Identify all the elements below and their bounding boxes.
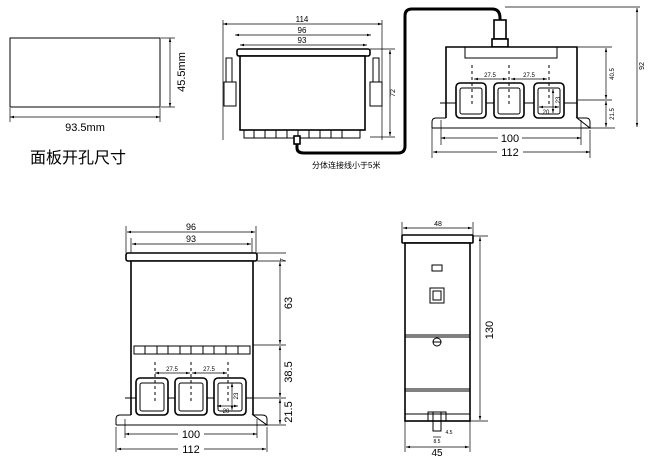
front-body — [130, 260, 254, 415]
end-dim-slot-w: 8.5 — [434, 439, 441, 445]
end-view: 48 8.5 4.5 130 45 — [401, 221, 496, 458]
end-dim-top: 48 — [434, 221, 442, 228]
connecting-cable — [295, 7, 502, 155]
cutout-outline — [9, 37, 161, 108]
front-bezel — [125, 252, 258, 262]
side-clip-left — [225, 57, 233, 83]
front-base — [115, 414, 268, 426]
end-indicator — [431, 264, 443, 272]
sensor-top-dim-base: 112 — [501, 147, 519, 159]
sensor-base — [431, 117, 591, 130]
front-window-w: 20 — [223, 409, 230, 415]
front-dim-base: 112 — [182, 444, 200, 456]
side-dim-bezel: 96 — [298, 26, 307, 35]
side-body — [239, 55, 366, 131]
end-dim-height: 130 — [484, 321, 496, 339]
side-view: 114 96 93 72 — [222, 15, 397, 140]
front-dim-middle: 38.5 — [283, 361, 295, 382]
sensor-top-dim-mount: 100 — [501, 133, 519, 145]
end-mount-slot — [427, 411, 447, 432]
side-dim-body: 93 — [298, 36, 307, 45]
front-dim-bezel-h: 7 — [280, 258, 287, 262]
side-dim-total: 114 — [296, 15, 309, 24]
sensor-top-dim-lower: 21.5 — [610, 108, 616, 120]
end-button — [429, 287, 445, 304]
side-clip-right — [372, 57, 380, 83]
sensor-view-top: 27.5 27.5 20 23 40.5 21.5 92 100 112 — [431, 6, 646, 159]
cutout-title: 面板开孔尺寸 — [30, 149, 126, 167]
side-terminals — [243, 129, 361, 139]
cutout-width-label: 93.5mm — [65, 122, 105, 134]
front-pitch-2: 27.5 — [203, 367, 215, 373]
sensor-top-pitch-2: 27.5 — [523, 73, 535, 79]
sensor-top-window-w: 20 — [543, 110, 550, 116]
sensor-top-window-h: 23 — [556, 96, 562, 103]
panel-cutout: 93.5mm 45.5mm 面板开孔尺寸 — [9, 37, 188, 167]
side-bezel — [236, 48, 371, 57]
sensor-connector — [491, 38, 509, 48]
cutout-height-label: 45.5mm — [176, 52, 188, 92]
front-dim-bezel: 96 — [186, 222, 196, 232]
side-dim-height: 72 — [390, 89, 397, 97]
cable-note: 分体连接线小于5米 — [312, 160, 380, 170]
front-dim-body: 93 — [186, 234, 196, 244]
front-terminals — [133, 345, 251, 355]
end-body — [404, 242, 471, 422]
sensor-top-dim-upper: 40.5 — [610, 68, 616, 80]
front-dim-upper: 63 — [283, 297, 295, 309]
front-dim-mount: 100 — [182, 429, 200, 441]
end-bezel — [401, 234, 474, 244]
sensor-top-dim-total-h: 92 — [639, 62, 646, 70]
front-view: 96 93 27.5 27.5 20 23 7 63 38.5 21.5 100… — [115, 222, 295, 456]
front-dim-lower: 21.5 — [283, 401, 295, 422]
front-window-h: 23 — [234, 392, 240, 399]
front-pitch-1: 27.5 — [166, 367, 178, 373]
sensor-top-pitch-1: 27.5 — [484, 73, 496, 79]
end-dim-bottom: 45 — [431, 448, 443, 458]
end-dim-slot-h: 4.5 — [446, 430, 453, 436]
